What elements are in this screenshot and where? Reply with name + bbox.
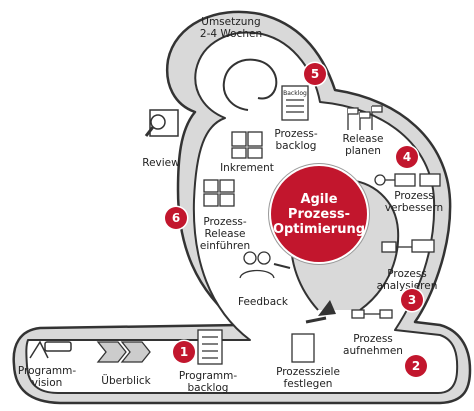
step-badge-5: 5 [304, 63, 326, 85]
step-badge-6: 6 [165, 207, 187, 229]
label-feedback: Feedback [237, 296, 289, 308]
label-prozess-verbessern: Prozess verbessern [384, 190, 444, 214]
spiral-core-shape [222, 58, 278, 111]
label-ueberblick: Überblick [101, 375, 151, 387]
step-badge-4: 4 [396, 146, 418, 168]
label-backlog-sheet: Backlog [283, 90, 307, 97]
step-badge-2: 2 [405, 355, 427, 377]
magnifier-review-icon [144, 109, 179, 137]
label-prozessziele: Prozessziele festlegen [276, 366, 340, 390]
puzzle-increment-icon [231, 131, 263, 159]
label-umsetzung: Umsetzung 2-4 Wochen [199, 16, 263, 40]
label-inkrement: Inkrement [220, 162, 274, 174]
label-prozess-release: Prozess- Release einführen [199, 216, 251, 252]
step-badge-1: 1 [173, 341, 195, 363]
label-programmvision: Programm- vision [17, 365, 77, 389]
chevrons-icon [96, 341, 151, 363]
analysis-flow-icon [381, 239, 435, 253]
flow-arrow [318, 300, 336, 316]
release-flags-icon [347, 105, 383, 130]
step-badge-3: 3 [401, 289, 423, 311]
puzzle-release-icon [203, 179, 235, 207]
telescope-document-icon [291, 316, 327, 363]
center-agile-optimierung: Agile Prozess- Optimierung [271, 166, 367, 262]
backlog-list-icon [197, 329, 223, 365]
binoculars-icon [29, 340, 72, 359]
label-prozess-analysieren: Prozess analysieren [376, 268, 438, 292]
label-prozess-aufnehmen: Prozess aufnehmen [343, 333, 403, 357]
label-release-planen: Release planen [342, 133, 384, 157]
improve-flow-icon [374, 173, 441, 187]
label-programmbacklog: Programm- backlog [178, 370, 238, 394]
label-review: Review [142, 157, 180, 169]
process-flow-icon [351, 309, 393, 319]
backlog-sheet-icon [281, 85, 309, 121]
label-prozess-backlog: Prozess- backlog [274, 128, 318, 152]
feedback-people-icon [239, 251, 291, 279]
